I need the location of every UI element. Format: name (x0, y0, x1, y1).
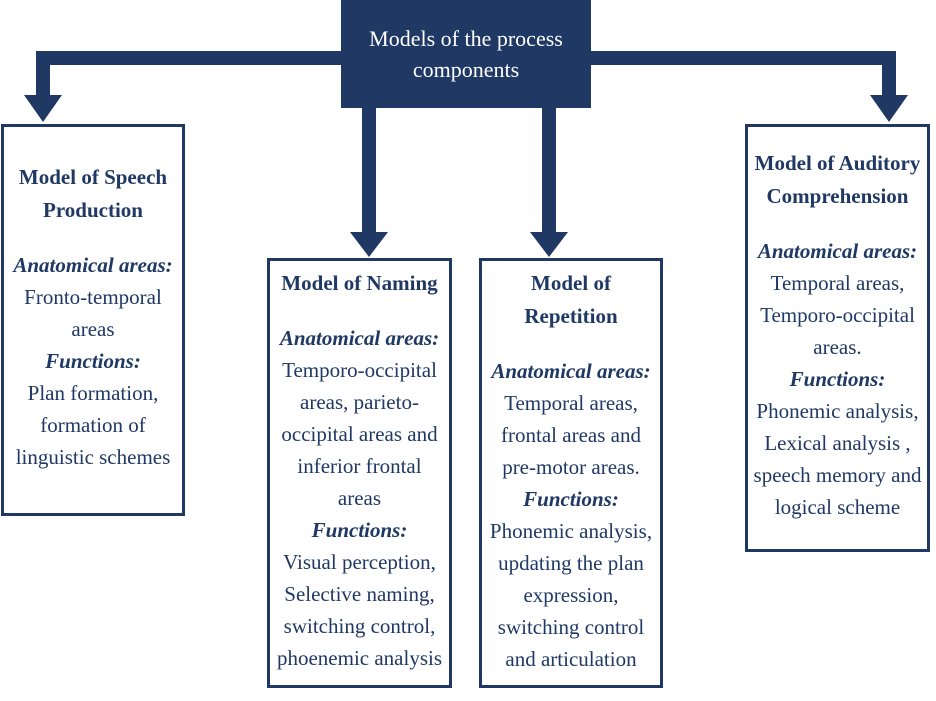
connector-naming (362, 105, 376, 233)
box-title: Model of Repetition (482, 267, 660, 333)
functions-text: formation of (40, 413, 146, 437)
box-title: Model of Auditory Comprehension (748, 147, 927, 213)
arrowhead-naming (350, 232, 388, 257)
functions-label: Functions: (789, 367, 886, 391)
functions-text: Selective naming, (284, 582, 435, 606)
title-line: Model of Naming (281, 271, 438, 295)
functions-text: Phonemic analysis, (756, 399, 919, 423)
functions-text: Plan formation, (27, 381, 159, 405)
functions-text: switching control (497, 615, 645, 639)
anatomical-text: Fronto-temporal (24, 285, 162, 309)
functions-text: switching control, (283, 614, 436, 638)
anatomical-text: areas, parieto- (300, 390, 419, 414)
anatomical-areas-label: Anatomical areas: (13, 253, 173, 277)
box-naming: Model of Naming Anatomical areas: Tempor… (267, 258, 452, 688)
anatomical-text: Temporal areas, (770, 271, 905, 295)
functions-text: logical scheme (774, 495, 901, 519)
anatomical-text: frontal areas and (501, 423, 641, 447)
title-line: Model of Auditory (754, 151, 921, 175)
root-title-line-2: components (412, 57, 520, 82)
anatomical-text: Temporal areas, (504, 391, 638, 415)
anatomical-text: pre-motor areas. (502, 455, 640, 479)
title-line: Production (43, 198, 143, 222)
box-title: Model of Speech Production (4, 161, 182, 227)
functions-label: Functions: (311, 518, 408, 542)
functions-label: Functions: (45, 349, 141, 373)
functions-text: linguistic schemes (15, 445, 171, 469)
anatomical-areas-label: Anatomical areas: (279, 326, 440, 350)
anatomical-areas-label: Anatomical areas: (757, 239, 918, 263)
anatomical-areas-label: Anatomical areas: (491, 359, 651, 383)
root-node: Models of the process components (341, 0, 591, 108)
title-line: Repetition (524, 304, 618, 328)
anatomical-text: Temporo-occipital (282, 358, 437, 382)
title-line: Comprehension (766, 184, 909, 208)
functions-label: Functions: (523, 487, 619, 511)
functions-text: Lexical analysis , (764, 431, 911, 455)
anatomical-text: Temporo-occipital (760, 303, 915, 327)
anatomical-text: areas (71, 317, 115, 341)
anatomical-text: areas (337, 486, 382, 510)
box-speech-production: Model of Speech Production Anatomical ar… (1, 124, 185, 516)
functions-text: Phonemic analysis, (489, 519, 653, 543)
functions-text: and articulation (505, 647, 637, 671)
functions-text: expression, (523, 583, 619, 607)
functions-text: phoenemic analysis (276, 646, 443, 670)
anatomical-text: inferior frontal (297, 454, 422, 478)
anatomical-text: occipital areas and (281, 422, 438, 446)
arrowhead-auditory (870, 95, 908, 122)
connector-auditory (882, 51, 896, 97)
box-title: Model of Naming (270, 267, 449, 300)
title-line: Model of Speech (18, 165, 168, 189)
functions-text: Visual perception, (283, 550, 436, 574)
anatomical-text: areas. (813, 335, 862, 359)
box-auditory-comprehension: Model of Auditory Comprehension Anatomic… (745, 124, 930, 552)
connector-speech (36, 51, 50, 97)
root-title-line-1: Models of the process (369, 26, 563, 51)
title-line: Model of (531, 271, 611, 295)
arrowhead-repetition (530, 232, 568, 257)
functions-text: updating the plan (498, 551, 644, 575)
functions-text: speech memory and (753, 463, 922, 487)
connector-repetition (542, 105, 556, 233)
box-repetition: Model of Repetition Anatomical areas: Te… (479, 258, 663, 688)
arrowhead-speech (24, 95, 62, 122)
